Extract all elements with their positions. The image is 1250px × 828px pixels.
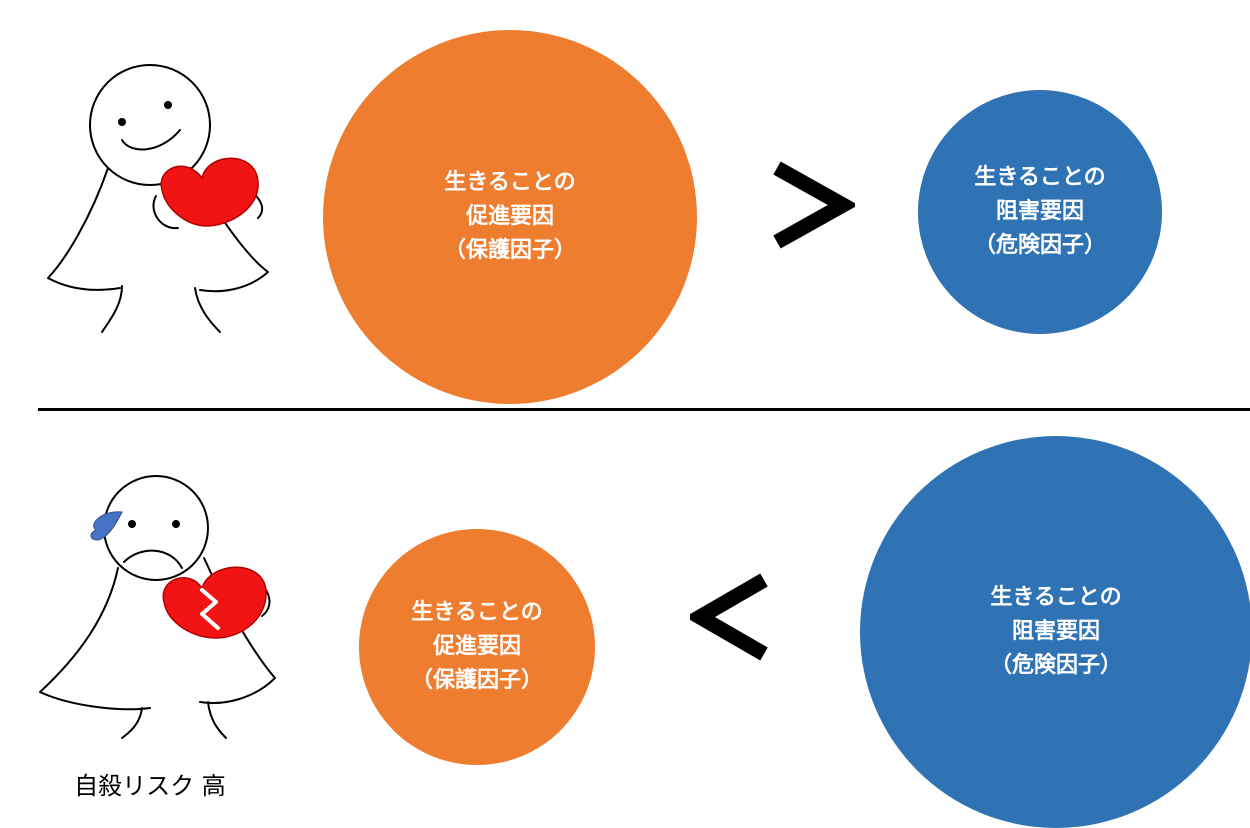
row-divider: [38, 408, 1250, 411]
risk-factors-line1: 生きることの: [990, 585, 1122, 610]
promoting-factors-circle: 生きることの 促進要因 （保護因子）: [323, 30, 697, 404]
greater-than-symbol: [765, 158, 859, 253]
less-than-symbol: [685, 570, 775, 665]
risk-factors-line3: （危険因子）: [973, 233, 1106, 258]
suicide-risk-high-caption: 自殺リスク 高: [74, 772, 226, 800]
promoting-factors-line2: 促進要因: [465, 204, 554, 229]
risk-factors-line2: 阻害要因: [1011, 619, 1100, 644]
risk-factors-circle: 生きることの 阻害要因 （危険因子）: [860, 436, 1250, 828]
crying-figure-with-broken-heart-icon: [30, 440, 280, 740]
promoting-factors-line1: 生きることの: [411, 600, 543, 625]
promoting-factors-line1: 生きることの: [444, 170, 576, 195]
risk-factors-circle: 生きることの 阻害要因 （危険因子）: [918, 90, 1162, 334]
promoting-factors-line2: 促進要因: [432, 634, 521, 659]
smiling-figure-with-heart-icon: [30, 50, 280, 350]
risk-factors-line3: （危険因子）: [989, 653, 1122, 678]
promoting-factors-line3: （保護因子）: [443, 238, 576, 263]
promoting-factors-circle: 生きることの 促進要因 （保護因子）: [359, 529, 595, 765]
risk-factors-line1: 生きることの: [974, 165, 1106, 190]
promoting-factors-line3: （保護因子）: [410, 668, 543, 693]
risk-factors-line2: 阻害要因: [995, 199, 1084, 224]
